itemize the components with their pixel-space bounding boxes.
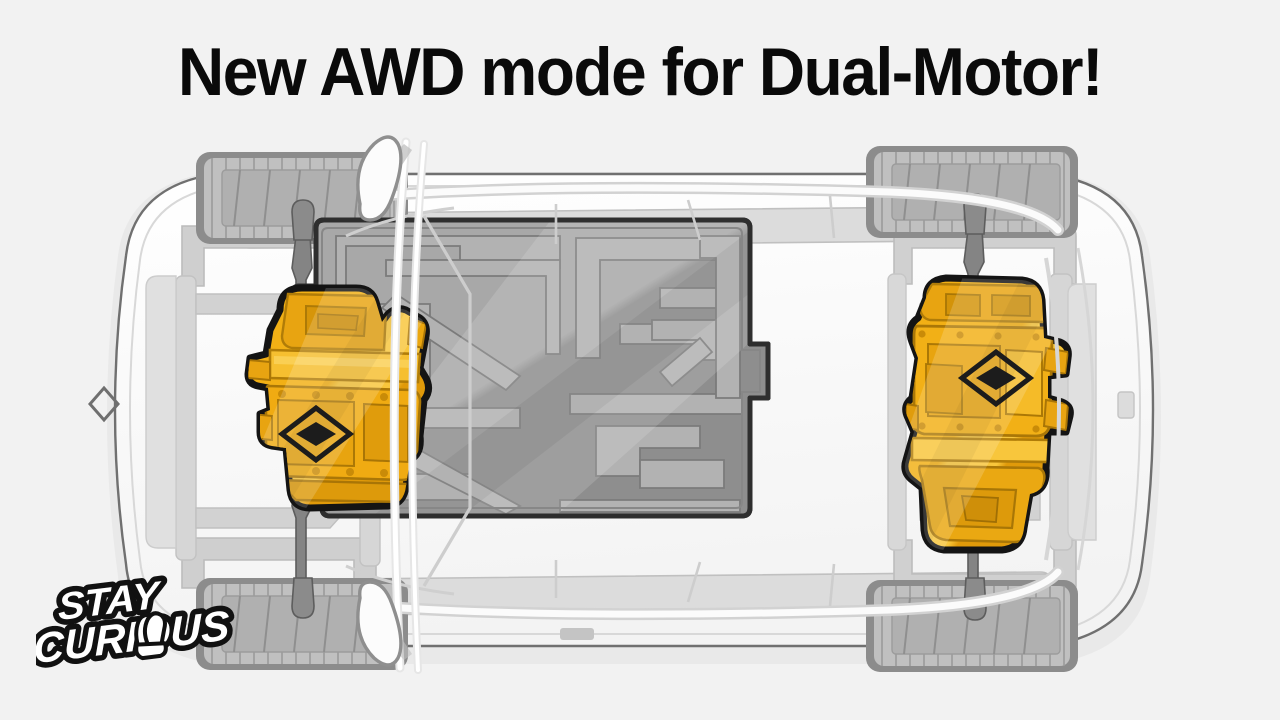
right-mirror bbox=[356, 580, 412, 667]
front-plate bbox=[560, 628, 594, 640]
crossed-fingers-icon bbox=[134, 611, 168, 661]
battery-pack bbox=[289, 217, 771, 519]
brand-diamond-emblem bbox=[277, 404, 355, 464]
left-mirror bbox=[356, 135, 412, 222]
front-emblem bbox=[88, 385, 120, 423]
stay-curious-watermark: STAY CURIOUS bbox=[36, 566, 246, 676]
body-surface-lines bbox=[345, 137, 1095, 674]
front-right-tire bbox=[196, 578, 408, 670]
rear-plate bbox=[1117, 391, 1135, 419]
vehicle-underbody-diagram bbox=[0, 108, 1280, 720]
brand-diamond-emblem bbox=[957, 348, 1035, 408]
page-title: New AWD mode for Dual-Motor! bbox=[177, 34, 1103, 110]
